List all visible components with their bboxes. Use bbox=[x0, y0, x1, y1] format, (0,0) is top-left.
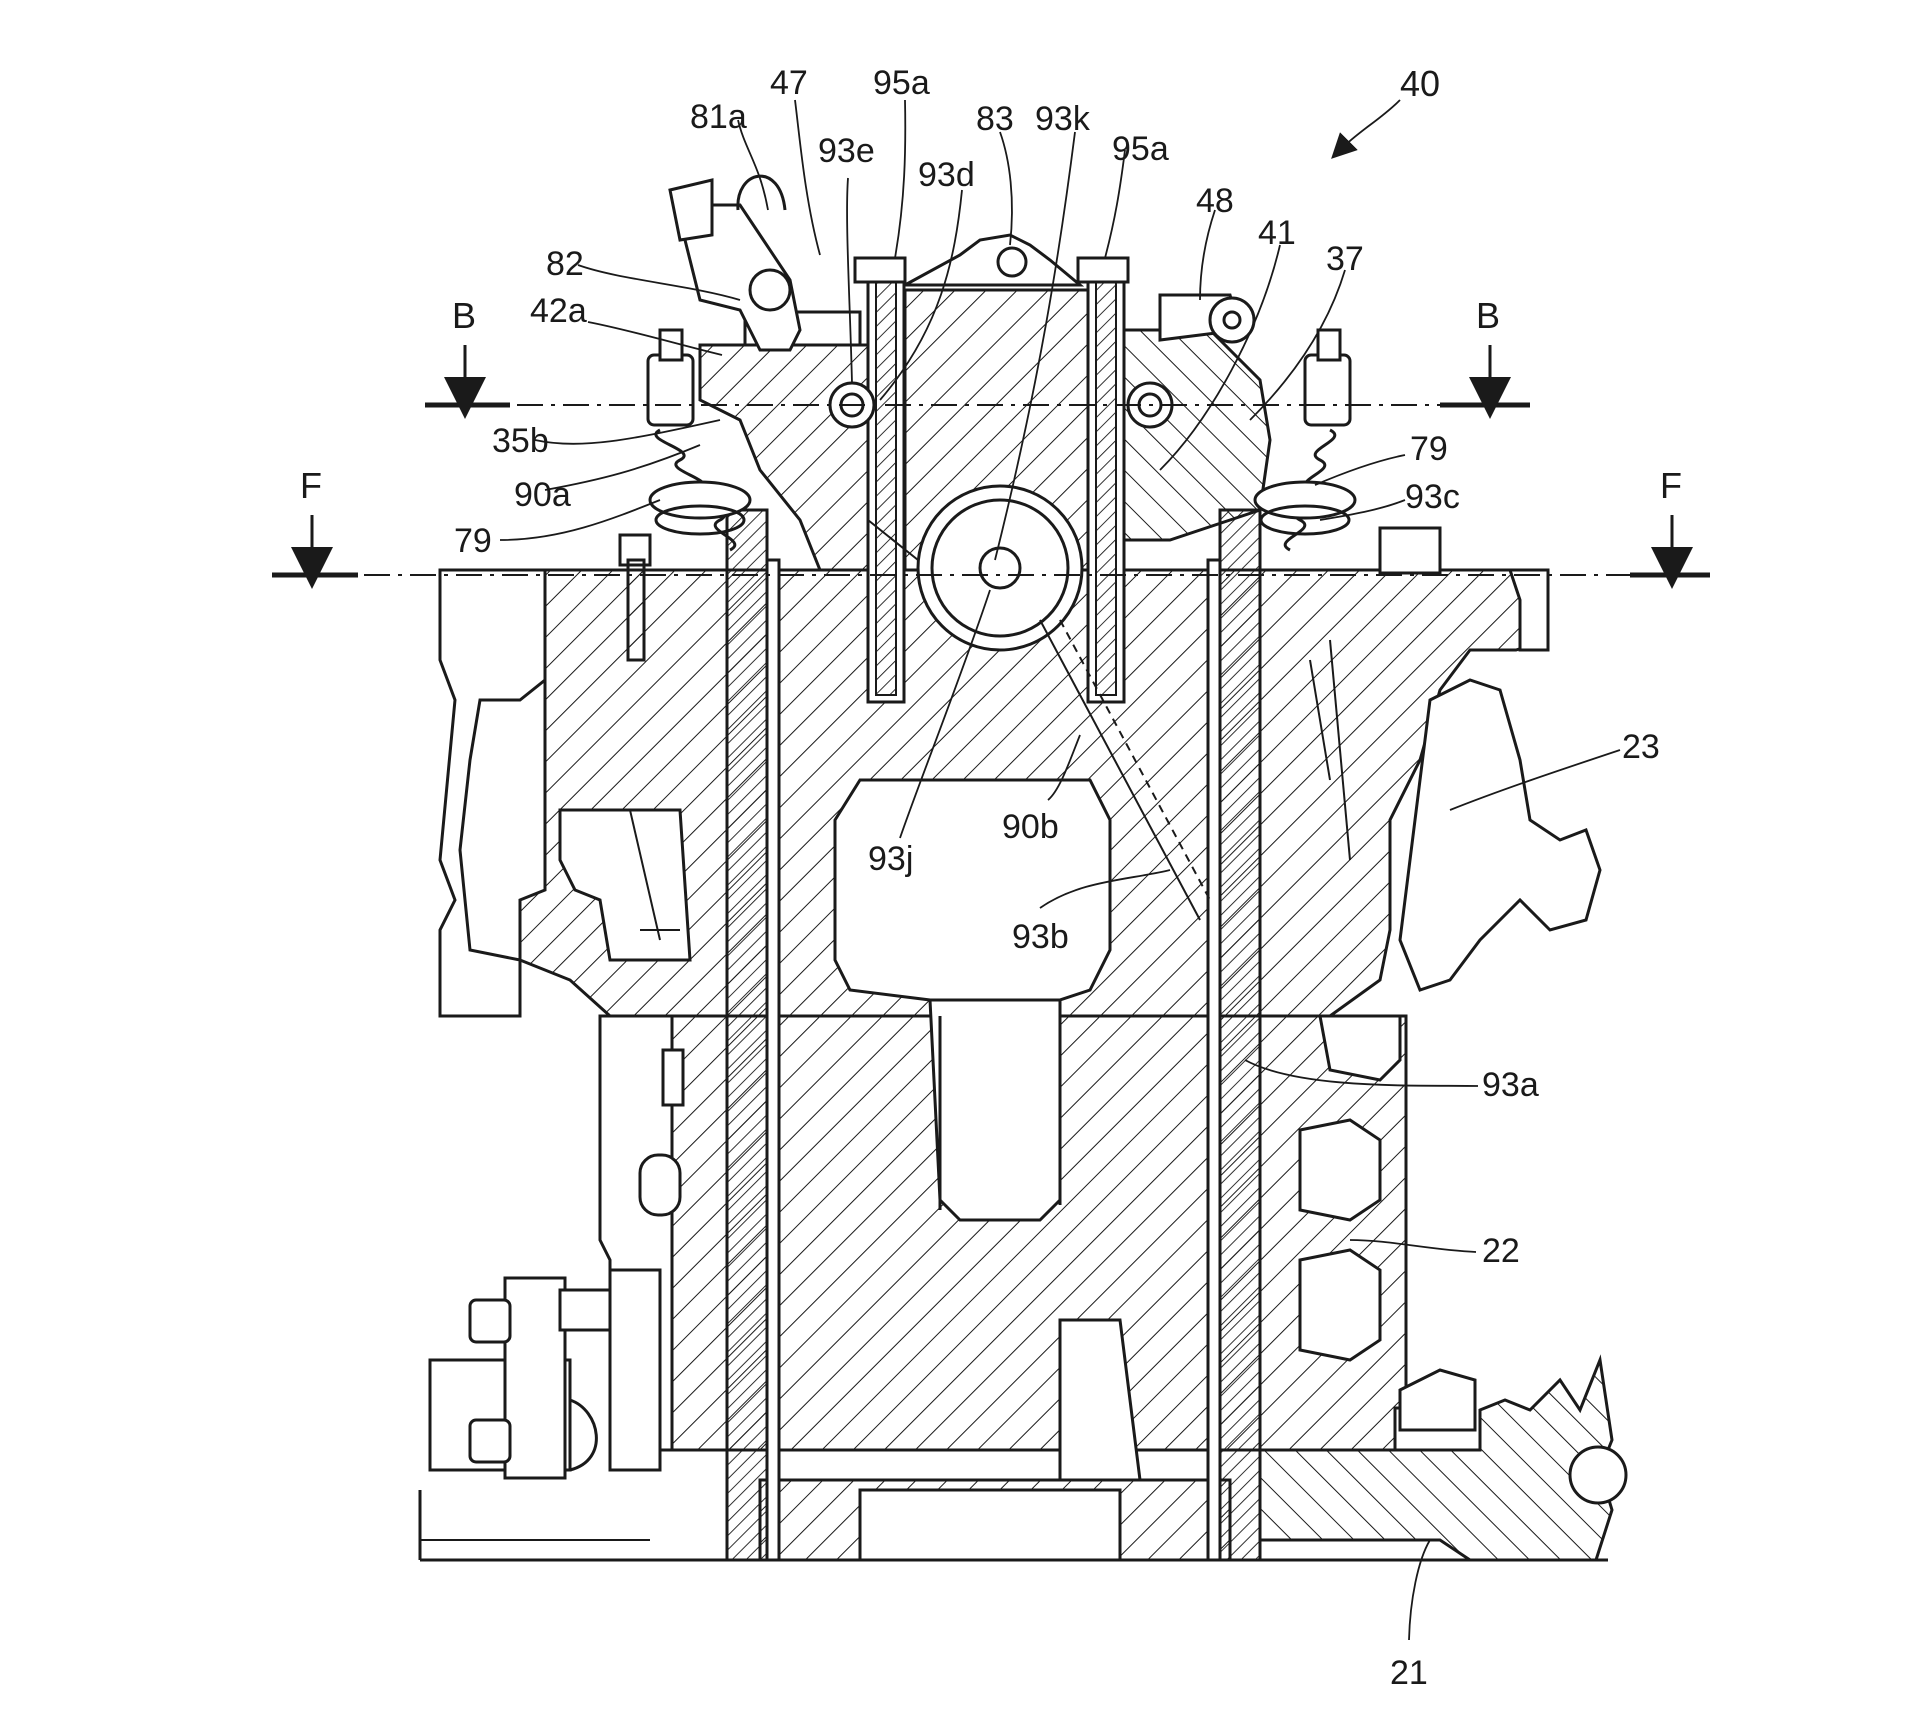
left-valve-spring-assembly bbox=[618, 328, 752, 662]
label-93b: 93b bbox=[1012, 918, 1069, 956]
label-37: 37 bbox=[1326, 240, 1364, 278]
spark-plug-bore bbox=[867, 484, 1211, 921]
assembly-arrow bbox=[1331, 99, 1401, 159]
label-21: 21 bbox=[1390, 1654, 1428, 1692]
label-79-right: 79 bbox=[1410, 430, 1448, 468]
combustion-chamber-pocket bbox=[833, 778, 1112, 1222]
label-90a: 90a bbox=[514, 476, 571, 514]
leader-lines bbox=[499, 99, 1621, 1641]
label-35b: 35b bbox=[492, 422, 549, 460]
callout-labels: 40 B B F F 81a 47 95a 83 93k 95a 93e 93d… bbox=[300, 63, 1682, 1692]
label-42a: 42a bbox=[530, 292, 587, 330]
section-line-b bbox=[425, 345, 1530, 419]
label-assembly-40: 40 bbox=[1400, 63, 1440, 104]
label-47: 47 bbox=[770, 64, 808, 102]
label-section-f-left: F bbox=[300, 465, 322, 506]
label-48: 48 bbox=[1196, 182, 1234, 220]
label-93a: 93a bbox=[1482, 1066, 1539, 1104]
label-81a: 81a bbox=[690, 98, 747, 136]
label-82: 82 bbox=[546, 245, 584, 283]
label-93k: 93k bbox=[1035, 100, 1091, 138]
label-93j: 93j bbox=[868, 840, 913, 878]
label-93d: 93d bbox=[918, 156, 975, 194]
section-line-f bbox=[272, 515, 1710, 589]
label-93c: 93c bbox=[1405, 478, 1460, 516]
label-23: 23 bbox=[1622, 728, 1660, 766]
right-valve-spring-assembly bbox=[1253, 328, 1442, 575]
label-83: 83 bbox=[976, 100, 1014, 138]
left-mount-bolts bbox=[428, 1268, 662, 1480]
crankcase bbox=[418, 1354, 1628, 1562]
label-93e: 93e bbox=[818, 132, 875, 170]
right-block-bosses bbox=[1298, 1014, 1477, 1432]
left-cylinder-sleeve bbox=[725, 508, 781, 1562]
label-41: 41 bbox=[1258, 214, 1296, 252]
label-90b: 90b bbox=[1002, 808, 1059, 846]
label-22: 22 bbox=[1482, 1232, 1520, 1270]
label-section-f-right: F bbox=[1660, 465, 1682, 506]
label-section-b-left: B bbox=[452, 295, 476, 336]
pushrod-tubes bbox=[866, 260, 1126, 704]
right-cylinder-sleeve bbox=[1206, 508, 1262, 1562]
label-95a-right: 95a bbox=[1112, 130, 1169, 168]
label-section-b-right: B bbox=[1476, 295, 1500, 336]
label-79-left: 79 bbox=[454, 522, 492, 560]
label-95a-left: 95a bbox=[873, 64, 930, 102]
rocker-housing bbox=[668, 174, 1272, 572]
